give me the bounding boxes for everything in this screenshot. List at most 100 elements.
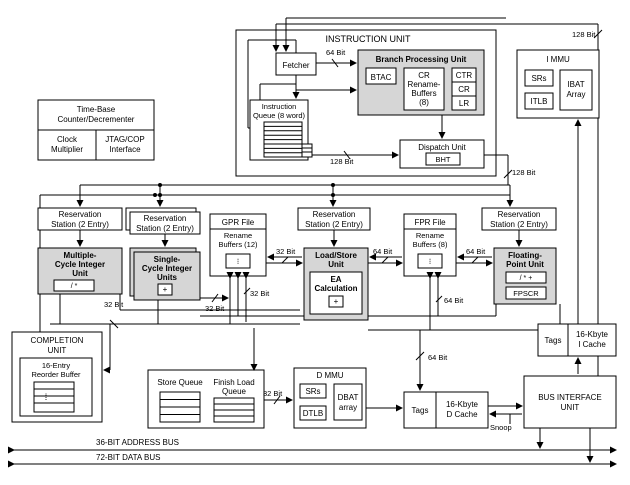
mciu-ops: / * [71,283,78,290]
instruction-queue-tail [301,143,313,158]
dmmu-title: D MMU [316,371,343,380]
dispatch-unit-label: Dispatch Unit [418,143,466,152]
rs-mciu-line1: Reservation [59,210,102,219]
sciu-line2: Cycle Integer [142,264,192,273]
i-cache-tags-box [537,323,569,357]
rs-mciu-line2: Station (2 Entry) [51,220,109,229]
fetcher-label: Fetcher [282,61,309,70]
bht-box [425,152,461,166]
rs-fpu-line1: Reservation [498,210,541,219]
sciu-bus-32-label: 32 Bit [205,304,225,313]
reorder-buffer-slots [33,381,75,413]
completion-line1: COMPLETION [31,336,84,345]
dbat-box [333,383,363,421]
ibat-line2: Array [566,90,585,99]
btac-label: BTAC [371,73,392,82]
svg-text:⁝: ⁝ [237,257,240,266]
rs-sciu-line1: Reservation [144,214,187,223]
iq-line1: Instruction [262,102,297,111]
jtag-line2: Interface [109,145,141,154]
lr-label: LR [459,99,469,108]
lsu-line2: Unit [328,260,344,269]
fpr-title: FPR File [414,218,446,227]
fpr-buffer-glyph [417,253,443,269]
immu-srs-label: SRs [531,74,546,83]
d-cache-line1: 16-Kbyte [446,400,479,409]
clock-line2: Multiplier [51,145,83,154]
mciu-line3: Unit [72,269,88,278]
svg-text:⁝: ⁝ [429,257,432,266]
gpr-title: GPR File [222,218,255,227]
queue-dmmu-32-label: 32 Bit [263,389,283,398]
address-bus-label: 36-BIT ADDRESS BUS [96,438,179,447]
gpr-down-32-label: 32 Bit [250,289,270,298]
fpr-fpu-64-label: 64 Bit [466,247,486,256]
d-cache-line2: D Cache [446,410,478,419]
i-cache-tags-label: Tags [545,336,562,345]
bht-label: BHT [436,155,451,164]
biu-box [523,375,617,429]
instruction-unit: INSTRUCTION UNIT Fetcher Branch Processi… [235,29,497,177]
store-finish-queues: Store Queue Finish Load Queue [147,369,265,429]
store-queue-label: Store Queue [157,378,203,387]
dmmu-srs-label: SRs [305,387,320,396]
i-cache-line2: I Cache [578,340,606,349]
biu-line1: BUS INTERFACE [538,393,602,402]
dbat-line2: array [339,403,357,412]
lsu-ops-box [328,295,344,308]
immu: I MMU SRs ITLB IBAT Array [516,49,600,119]
ea-line2: Calculation [314,284,357,293]
multiple-cycle-integer-unit: Multiple- Cycle Integer Unit / * [37,247,123,295]
fetch-bus-64-label: 64 Bit [326,48,346,57]
ctr-label: CTR [456,71,473,80]
mciu-box [37,247,123,295]
fpu-ops: / * + [520,275,533,282]
cr-rename-line3: Buffers [411,89,436,98]
fpr-rename-line2: Buffers (8) [413,240,448,249]
ctr-cr-lr-box [451,67,477,111]
dispatch-out-128-label: 128 Bit [512,168,536,177]
fpu-line2: Point Unit [506,260,544,269]
immu-title: I MMU [546,55,570,64]
cr-label: CR [458,85,470,94]
lsu-line1: Load/Store [315,251,357,260]
lsu-dcache-64-label: 64 Bit [428,353,448,362]
gpr-lsu-32-label: 32 Bit [276,247,296,256]
iq-line2: Queue (8 word) [253,111,306,120]
timebase-block: Time-Base Counter/Decrementer Clock Mult… [37,99,155,161]
finish-load-line2: Queue [222,387,247,396]
branch-unit-title: Branch Processing Unit [376,55,467,64]
sciu-line1: Single- [154,255,181,264]
gpr-rename-line1: Rename [224,231,252,240]
itlb-box [524,92,554,110]
d-cache-tags-box [403,391,437,429]
svg-text:⁞: ⁞ [45,392,48,402]
jtag-line1: JTAG/COP [105,135,144,144]
i-cache-box [567,323,617,357]
cr-rename-line4: (8) [419,98,429,107]
fpu-line1: Floating- [508,251,542,260]
rs-sciu-line2: Station (2 Entry) [136,224,194,233]
i-cache: Tags 16-Kbyte I Cache [537,323,617,357]
bus-interface-unit: BUS INTERFACE UNIT [523,375,617,429]
dtlb-box [299,405,327,421]
single-cycle-integer-units: Single- Cycle Integer Units + [129,247,201,301]
mciu-ops-box [53,279,95,292]
i-cache-line1: 16-Kbyte [576,330,609,339]
completion-line2: UNIT [48,346,67,355]
mciu-bus-32-label: 32 Bit [104,300,124,309]
reorder-line1: 16-Entry [42,361,71,370]
dbat-line1: DBAT [338,393,359,402]
d-cache: Tags 16-Kbyte D Cache [403,391,489,429]
dispatch-bus-128-label: 128 Bit [330,157,354,166]
load-store-unit: Load/Store Unit EA Calculation + [303,247,369,321]
d-cache-tags-label: Tags [412,406,429,415]
timebase-line2: Counter/Decrementer [58,115,135,124]
fpscr-label: FPSCR [513,289,539,298]
data-bus-label: 72-BIT DATA BUS [96,453,160,462]
cr-rename-buffers-box [403,67,445,111]
sciu-line3: Units [157,273,178,282]
dtlb-label: DTLB [303,409,323,418]
btac-box [365,67,397,85]
